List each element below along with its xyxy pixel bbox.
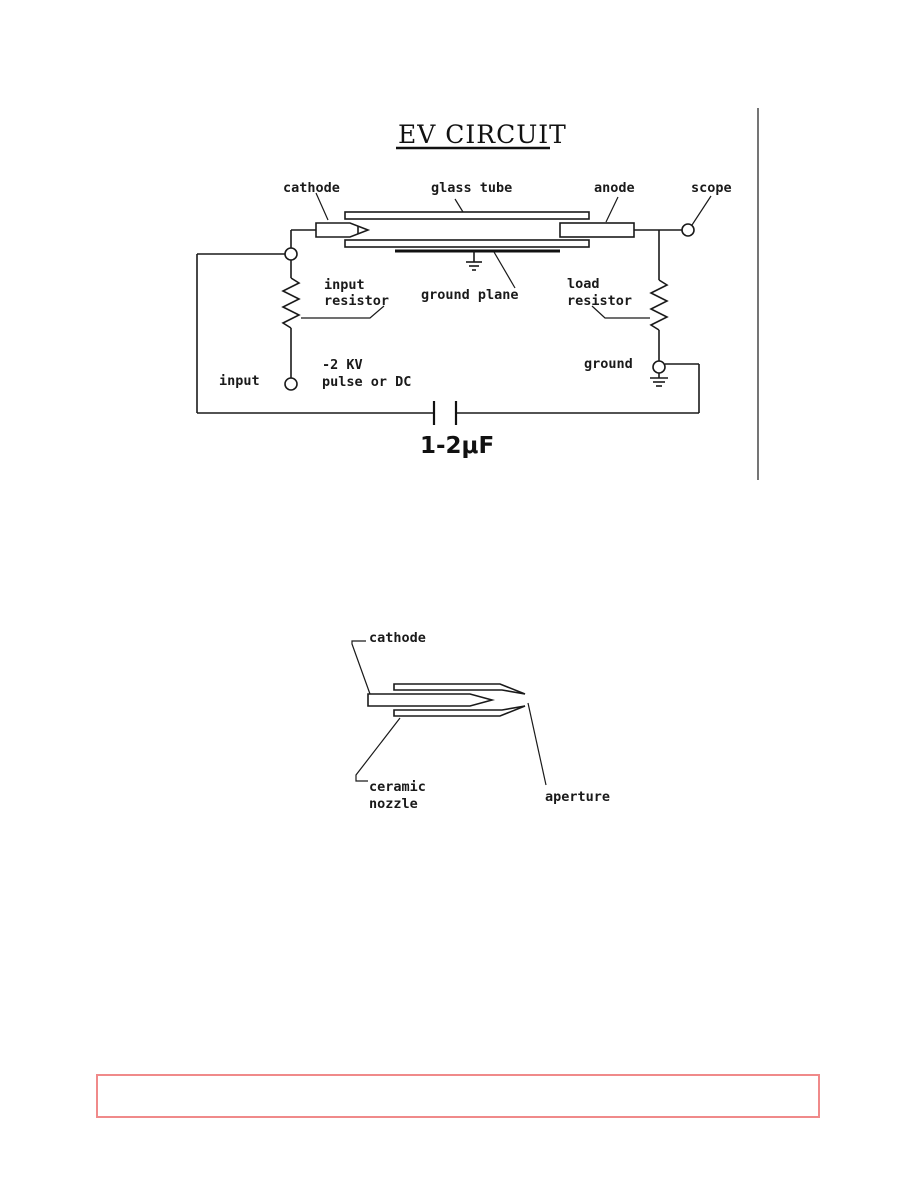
ceramic-label-line2: nozzle: [369, 796, 418, 812]
input-resistor-label-line2: resistor: [324, 293, 389, 309]
cathode-electrode: [315, 222, 371, 238]
scope-label: scope: [691, 180, 732, 196]
left-junction-node: [284, 247, 298, 261]
cathode-label: cathode: [283, 180, 340, 196]
voltage-label-line2: pulse or DC: [322, 374, 411, 390]
ground-plane-leader: [493, 251, 516, 289]
input-label: input: [219, 373, 260, 389]
nozzle-cathode-rod: [367, 693, 496, 707]
aperture-label: aperture: [545, 789, 610, 805]
circuit-title: EV CIRCUIT: [398, 120, 567, 149]
load-resistor-label-line1: load: [567, 276, 600, 292]
scope-leader: [691, 195, 712, 226]
glass-tube-leader: [454, 198, 464, 213]
load-resistor-leader: [591, 305, 650, 319]
ceramic-label-line1: ceramic: [369, 779, 426, 795]
empty-note-box: [96, 1074, 820, 1118]
load-resistor-label-line2: resistor: [567, 293, 632, 309]
input-resistor-leader: [301, 305, 385, 319]
anode-label: anode: [594, 180, 635, 196]
capacitor-label: 1-2μF: [420, 433, 494, 459]
ceramic-nozzle-leader: [355, 717, 401, 782]
anode-leader: [605, 196, 619, 223]
glass-tube-top-wall: [344, 211, 590, 220]
aperture-leader: [527, 702, 547, 786]
input-resistor-label-line1: input: [324, 277, 365, 293]
nozzle-detail-diagram: cathode ceramic nozzle aperture: [351, 630, 610, 812]
nozzle-cathode-leader: [351, 640, 371, 695]
input-resistor: [281, 277, 301, 329]
ev-circuit-diagram: EV CIRCUIT: [196, 108, 759, 480]
scope-terminal: [681, 223, 695, 237]
nozzle-cathode-label: cathode: [369, 630, 426, 646]
nozzle-top-wall: [393, 683, 526, 695]
ground-node: [652, 360, 666, 374]
cathode-leader: [315, 192, 329, 221]
glass-tube-label: glass tube: [431, 180, 512, 196]
glass-tube-bottom-wall: [344, 239, 590, 248]
voltage-label-line1: -2 KV: [322, 357, 363, 373]
load-resistor: [649, 279, 669, 331]
ground-label: ground: [584, 356, 633, 372]
anode-electrode: [559, 222, 635, 238]
ground-plane-label: ground plane: [421, 287, 519, 303]
input-terminal: [284, 377, 298, 391]
nozzle-bottom-wall: [393, 705, 526, 717]
